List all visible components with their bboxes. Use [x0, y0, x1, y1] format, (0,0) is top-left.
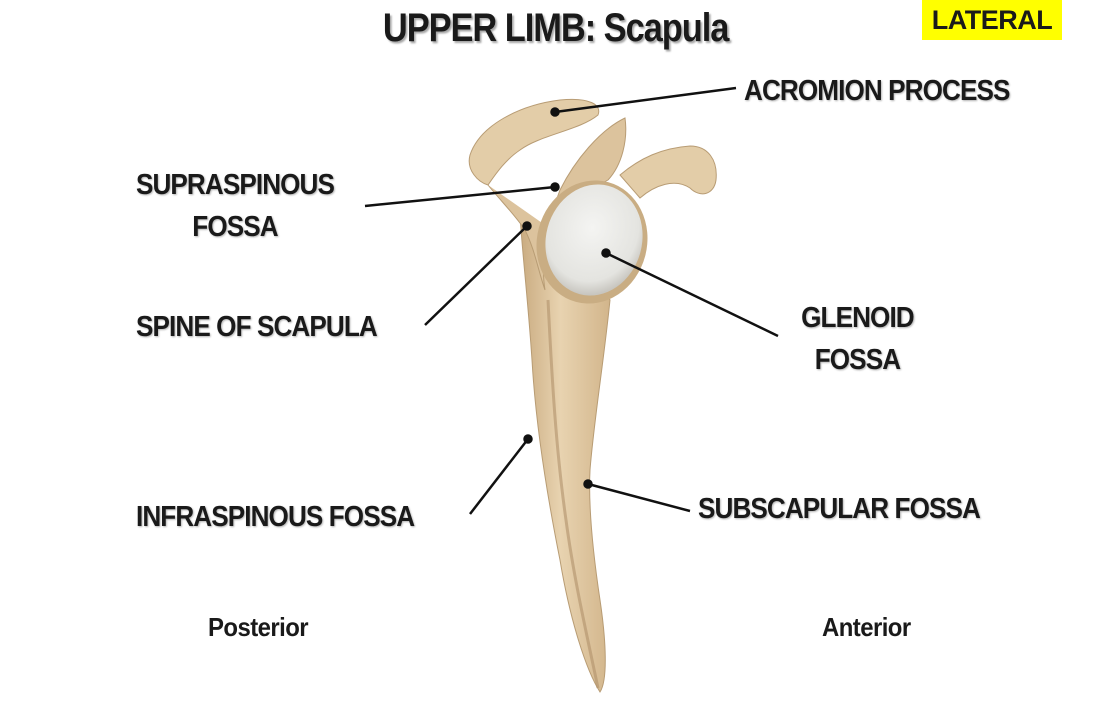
label-glenoid-line1: GLENOID	[801, 302, 915, 334]
pin-glenoid	[601, 248, 611, 258]
label-glenoid-line2: FOSSA	[814, 344, 901, 376]
leader-supraspinous	[364, 185, 556, 208]
orientation-posterior: Posterior	[208, 612, 309, 642]
leader-acromion	[554, 86, 737, 114]
glenoid-surface	[545, 184, 643, 296]
coracoid-shape	[619, 145, 717, 199]
label-supraspinous-line1: SUPRASPINOUS	[135, 169, 335, 201]
acromion-shape	[468, 98, 600, 186]
label-glenoid-fossa: GLENOID FOSSA	[779, 297, 937, 381]
label-supraspinous-line2: FOSSA	[192, 211, 278, 243]
pin-subscapular	[583, 479, 593, 489]
label-spine-of-scapula: SPINE OF SCAPULA	[136, 311, 378, 343]
leader-spine	[424, 225, 528, 326]
leader-glenoid	[605, 251, 779, 338]
orientation-anterior: Anterior	[822, 612, 911, 642]
pin-supraspinous	[550, 182, 560, 192]
pin-acromion	[550, 107, 560, 117]
pin-infraspinous	[523, 434, 533, 444]
pin-spine	[522, 221, 532, 231]
page-title: UPPER LIMB: Scapula	[382, 6, 730, 50]
label-acromion-process: ACROMION PROCESS	[744, 75, 1010, 107]
scapula-body	[519, 214, 611, 693]
leader-subscapular	[587, 482, 691, 513]
label-subscapular-fossa: SUBSCAPULAR FOSSA	[698, 493, 981, 525]
leader-infraspinous	[469, 438, 529, 515]
label-supraspinous-fossa: SUPRASPINOUS FOSSA	[123, 164, 348, 248]
label-infraspinous-fossa: INFRASPINOUS FOSSA	[136, 501, 415, 533]
leader-lines	[364, 86, 779, 515]
view-badge: LATERAL	[922, 0, 1062, 40]
scapula-bone	[468, 98, 717, 693]
lateral-ridge	[546, 299, 600, 689]
